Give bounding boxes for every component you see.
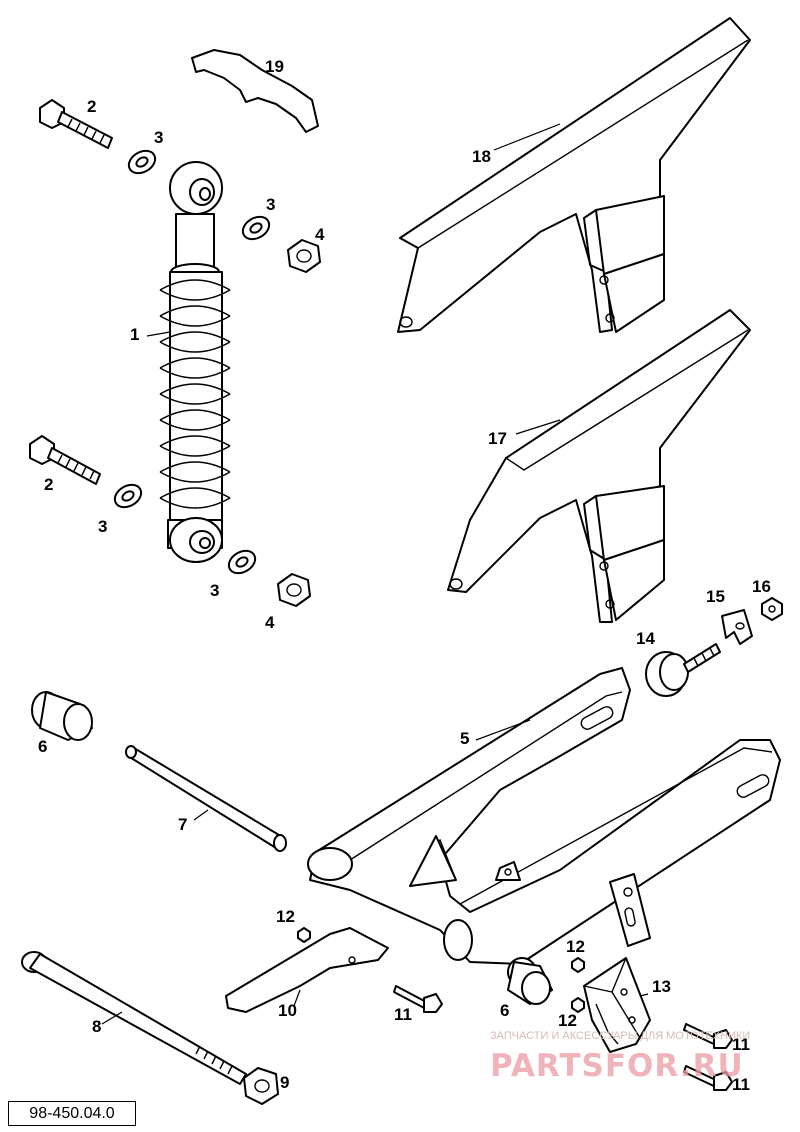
chain-guide-lower bbox=[447, 309, 751, 623]
swing-arm bbox=[307, 667, 781, 965]
label-part-4: 4 bbox=[315, 225, 325, 244]
washer bbox=[127, 149, 157, 175]
axle-nut bbox=[243, 1067, 279, 1105]
chain-slider bbox=[225, 927, 389, 1013]
label-part-3: 3 bbox=[154, 128, 163, 147]
label-part-7: 7 bbox=[178, 815, 187, 834]
label-part-17: 17 bbox=[488, 429, 507, 448]
label-part-3: 3 bbox=[98, 517, 107, 536]
small-nut bbox=[571, 957, 585, 973]
bolt-lower bbox=[29, 435, 101, 485]
washer bbox=[227, 549, 257, 575]
label-part-12: 12 bbox=[558, 1011, 577, 1030]
label-part-16: 16 bbox=[752, 577, 771, 596]
nut bbox=[287, 239, 321, 273]
label-part-2: 2 bbox=[44, 475, 53, 494]
label-part-3: 3 bbox=[266, 195, 275, 214]
label-part-9: 9 bbox=[280, 1073, 289, 1092]
washer bbox=[113, 483, 143, 509]
label-part-11: 11 bbox=[732, 1075, 750, 1094]
chain-guide-upper bbox=[397, 17, 751, 333]
label-part-1: 1 bbox=[130, 325, 139, 344]
shock-absorber bbox=[159, 161, 231, 563]
swing-arm-axle bbox=[21, 951, 247, 1085]
watermark-logo: PARTSFOR.RU bbox=[490, 1048, 744, 1084]
bushing-right bbox=[507, 957, 553, 1005]
washer bbox=[241, 215, 271, 241]
label-part-14: 14 bbox=[636, 629, 655, 648]
small-nut bbox=[297, 927, 311, 943]
label-part-18: 18 bbox=[472, 147, 491, 166]
label-part-12: 12 bbox=[566, 937, 585, 956]
label-part-8: 8 bbox=[92, 1017, 101, 1036]
guide-bracket bbox=[583, 957, 651, 1053]
label-part-2: 2 bbox=[87, 97, 96, 116]
diagram-reference-number: 98-450.04.0 bbox=[8, 1101, 136, 1126]
label-part-6: 6 bbox=[38, 737, 47, 756]
label-part-3: 3 bbox=[210, 581, 219, 600]
screw bbox=[683, 1023, 733, 1049]
clip-bracket bbox=[721, 609, 753, 645]
small-nut bbox=[571, 997, 585, 1013]
label-part-4: 4 bbox=[265, 613, 275, 632]
label-part-5: 5 bbox=[460, 729, 469, 748]
label-part-13: 13 bbox=[652, 977, 671, 996]
sleeve-pin bbox=[125, 745, 287, 852]
screw bbox=[393, 985, 443, 1013]
bushing-left bbox=[31, 691, 93, 741]
label-part-11: 11 bbox=[732, 1035, 750, 1054]
label-part-6: 6 bbox=[500, 1001, 509, 1020]
leader-lines bbox=[101, 123, 649, 1025]
label-part-11: 11 bbox=[394, 1005, 412, 1024]
label-part-10: 10 bbox=[278, 1001, 297, 1020]
nut bbox=[277, 573, 311, 607]
part-labels: 19 2 3 3 4 1 18 17 2 3 3 4 15 16 14 6 5 … bbox=[38, 57, 771, 1094]
small-nut bbox=[761, 597, 783, 621]
screw bbox=[683, 1065, 733, 1091]
label-part-12: 12 bbox=[276, 907, 295, 926]
hook-spanner-wrench bbox=[191, 49, 319, 133]
watermark-tagline: ЗАПЧАСТИ И АКСЕССУАРЫ ДЛЯ МОТОТЕХНИКИ bbox=[490, 1030, 751, 1042]
rubber-bumper-with-stud bbox=[645, 643, 721, 697]
bolt-upper bbox=[39, 99, 113, 149]
label-part-15: 15 bbox=[706, 587, 725, 606]
label-part-19: 19 bbox=[265, 57, 284, 76]
